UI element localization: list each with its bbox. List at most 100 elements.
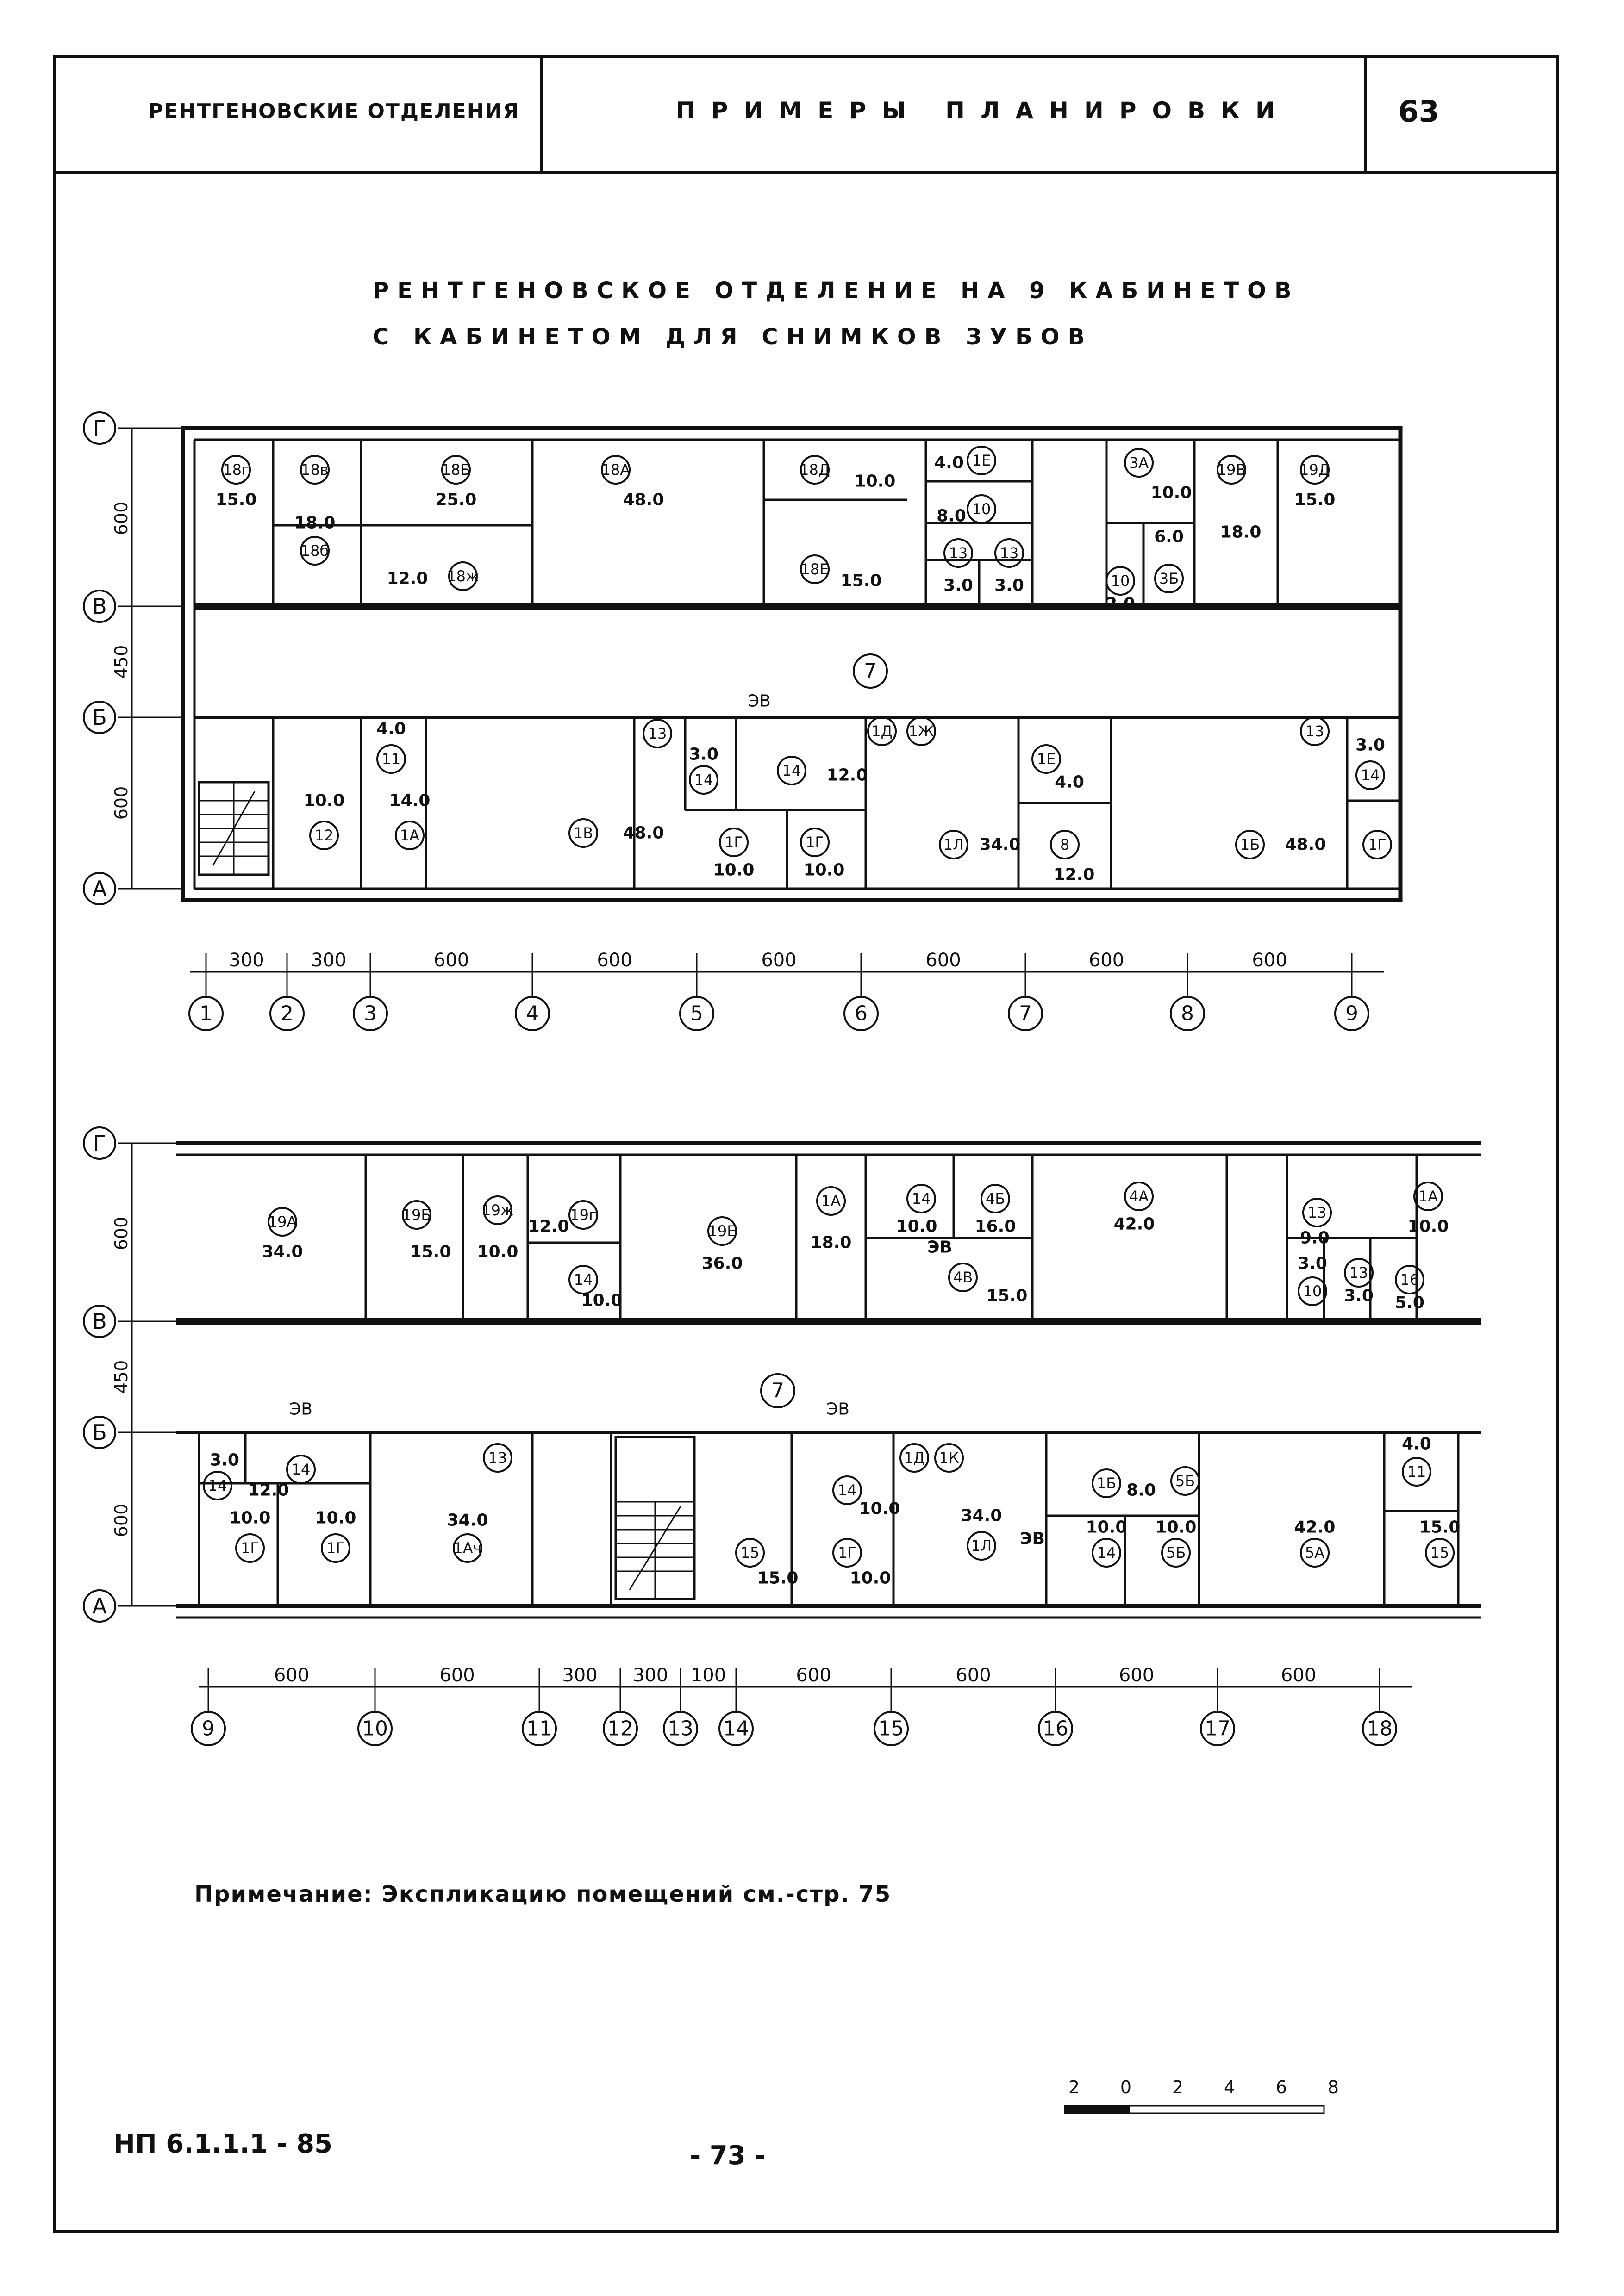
room-number-r5b2: 5Б [1161,1538,1191,1568]
room-area-a8: 8.0 [1126,1481,1156,1500]
room-number-r18e: 18Е [800,554,830,584]
room-area-a3a: 10.0 [1151,484,1192,503]
room-area-a13b: 3.0 [994,576,1024,595]
room-number-r19v: 19В [1217,455,1246,485]
svg-text:Б: Б [92,1420,107,1445]
svg-text:1Г: 1Г [806,834,824,851]
room-number-r14a: 14 [689,765,718,795]
room-number-r1g3: 1Г [832,1538,862,1568]
column-axis-9: 9 [1334,996,1369,1031]
column-dimension: 600 [796,1665,831,1686]
room-area-a10d: 10.0 [850,1569,891,1588]
room-area-a19d: 15.0 [1294,491,1336,510]
room-number-r1a2: 1А [1413,1182,1443,1211]
room-area-a10b: 10.0 [315,1509,356,1528]
room-number-r18g: 18г [221,455,251,485]
room-number-r19e: 19Е [707,1216,737,1246]
room-number-r14a: 14 [568,1265,598,1294]
room-area-a1e: 4.0 [934,454,964,473]
svg-text:10: 10 [1111,572,1130,590]
note-text: Примечание: Экспликацию помещений см.-ст… [194,1881,892,1907]
svg-text:1Б: 1Б [1240,836,1260,853]
room-number-r12: 12 [309,821,339,850]
column-axis-2: 2 [269,996,305,1031]
column-dimension: 600 [434,950,469,971]
column-dimension: 600 [439,1665,475,1686]
room-area-a18a: 48.0 [623,491,664,510]
svg-text:11: 11 [1407,1463,1426,1481]
room-area-a19zh: 10.0 [477,1243,518,1262]
svg-text:19Е: 19Е [708,1222,737,1240]
svg-text:5Б: 5Б [1175,1472,1195,1490]
room-area-a4: 4.0 [1402,1435,1431,1454]
elevator-label: ЭВ [289,1400,312,1419]
room-number-r19a: 19А [268,1207,297,1237]
svg-text:19Д: 19Д [1299,461,1330,479]
column-axis-3: 3 [353,996,388,1031]
room-area-ev_top: ЭВ [927,1238,952,1257]
room-number-r1g1: 1Г [719,828,749,857]
svg-text:5: 5 [690,1002,703,1026]
svg-text:13: 13 [668,1717,693,1741]
svg-text:18А: 18А [601,461,631,479]
room-number-r16: 16 [1395,1265,1424,1294]
svg-text:19г: 19г [570,1206,597,1224]
svg-text:19В: 19В [1217,461,1246,479]
room-number-r1v: 1В [568,818,598,848]
room-area-a8: 12.0 [1054,865,1095,884]
room-area-a18b2: 25.0 [436,491,477,510]
column-dimension: 600 [597,950,632,971]
svg-text:4В: 4В [953,1269,973,1286]
room-area-a18d: 10.0 [855,472,896,491]
room-area-a34b: 34.0 [961,1506,1002,1525]
svg-text:11: 11 [382,750,401,768]
room-number-r18a: 18А [601,455,631,485]
svg-text:1Ж: 1Ж [909,722,934,740]
column-axis-15: 15 [874,1711,909,1746]
row-dimension: 600 [111,786,131,820]
room-area-a4v: 15.0 [987,1287,1028,1306]
svg-text:10: 10 [362,1717,388,1741]
room-area-a13a: 3.0 [943,576,973,595]
room-number-r13b: 13 [1344,1258,1374,1288]
scale-tick-label: 2 [1172,2077,1183,2097]
room-number-r13a: 13 [1302,1198,1332,1227]
column-axis-9: 9 [191,1711,226,1746]
plan-title-line1: РЕНТГЕНОВСКОЕ ОТДЕЛЕНИЕ НА 9 КАБИНЕТОВ [373,278,1300,304]
column-axis-6: 6 [843,996,879,1031]
svg-text:3Б: 3Б [1159,570,1179,587]
svg-text:В: В [92,1309,107,1334]
svg-text:15: 15 [741,1544,760,1562]
room-number-r1g2: 1Г [321,1533,350,1563]
room-area-a4a: 42.0 [1114,1215,1155,1234]
room-number-r1a: 1А [816,1186,846,1216]
svg-text:14: 14 [574,1271,593,1288]
column-axis-7: 7 [1008,996,1043,1031]
column-dimension: 600 [1119,1665,1154,1686]
svg-text:13: 13 [488,1449,507,1467]
svg-text:7: 7 [864,660,877,683]
svg-text:13: 13 [1308,1204,1327,1221]
svg-text:8: 8 [1060,836,1069,853]
room-number-r10: 10 [967,494,996,524]
header-sheet-number: 63 [1398,95,1440,129]
column-axis-12: 12 [603,1711,638,1746]
room-area-a1a2: 10.0 [1408,1217,1449,1236]
room-number-r1zh: 1Ж [906,716,936,746]
room-area-a18zh: 12.0 [387,569,428,588]
room-number-r13c: 13 [483,1443,512,1473]
svg-text:18Б: 18Б [442,461,471,479]
room-number-r14f: 14 [1092,1538,1121,1568]
svg-text:14: 14 [838,1481,857,1499]
svg-text:1Г: 1Г [725,834,743,851]
svg-text:1: 1 [200,1002,212,1026]
svg-text:А: А [92,1593,107,1618]
room-number-r14c: 14 [1355,760,1385,790]
room-area-a18e: 15.0 [841,572,882,591]
svg-text:18б: 18б [301,542,329,560]
elevator-label: ЭВ [826,1400,849,1419]
room-area-a1v: 48.0 [623,824,664,843]
